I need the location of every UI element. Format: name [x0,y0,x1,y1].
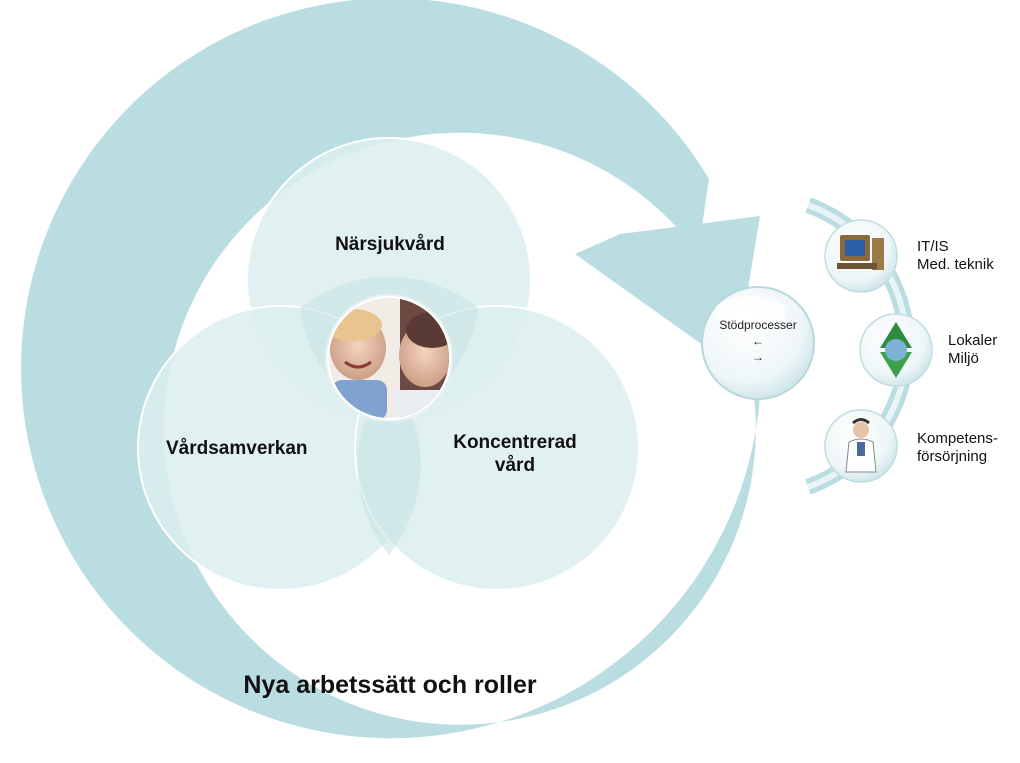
venn-label-right: Koncentrerad vård [440,431,590,477]
hub-arrow-left: ← [752,334,764,348]
cycle-label: Nya arbetssätt och roller [243,671,537,699]
support-label-kompetens-line1: Kompetens- [917,430,998,447]
venn-label-left: Vårdsamverkan [166,438,308,459]
venn-label-right-line2: vård [494,455,536,476]
support-label-it-line1: IT/IS [917,238,949,255]
support-node-kompetens [824,409,898,483]
venn-label-top: Närsjukvård [335,234,445,255]
support-label-lokaler-line2: Miljö [948,350,979,367]
support-label-kompetens: Kompetens- försörjning [917,430,1017,466]
support-label-lokaler: Lokaler Miljö [948,332,1018,368]
support-label-it: IT/IS Med. teknik [917,238,1017,274]
support-node-it [824,219,898,293]
support-label-lokaler-line1: Lokaler [948,332,998,349]
hub-label: Stödprocesser ← → [712,317,804,365]
recycle-icon [880,322,912,378]
hub-title: Stödprocesser [719,318,797,332]
support-label-it-line2: Med. teknik [917,256,994,273]
venn-label-right-line1: Koncentrerad [453,432,577,453]
support-node-lokaler [859,313,933,387]
support-label-kompetens-line2: försörjning [917,448,988,465]
support-hub [701,286,815,400]
computer-icon [837,235,884,270]
doctor-icon [845,418,877,473]
hub-arrow-right: → [752,350,764,364]
